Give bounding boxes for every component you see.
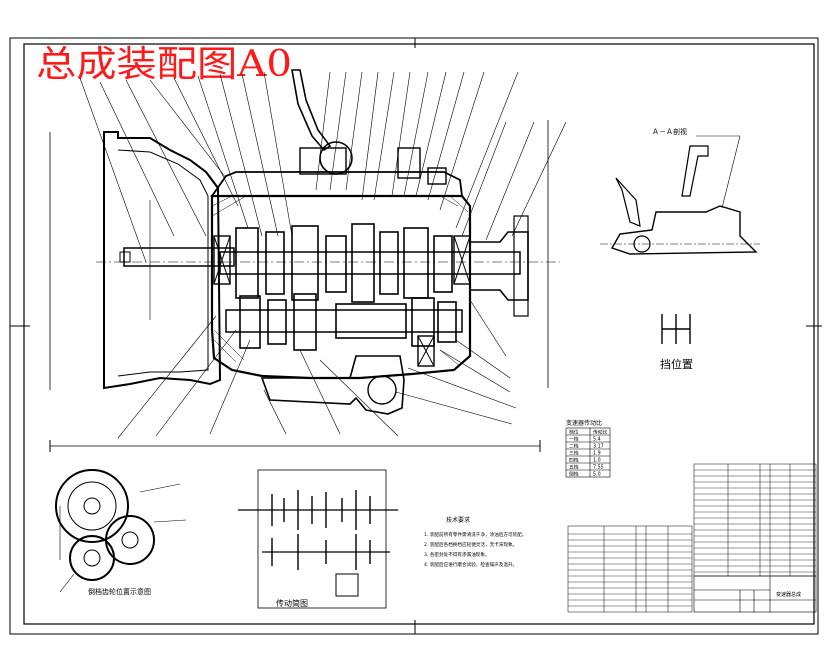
side-section-view: Ａ－Ａ剖视 bbox=[600, 127, 760, 255]
ratio-table-value: 1.0 bbox=[593, 458, 601, 464]
gear-position-diagram: 倒档齿轮位置示意图 bbox=[55, 469, 187, 596]
bell-housing-inner bbox=[117, 149, 209, 377]
ratio-table-value: 1.9 bbox=[593, 451, 601, 457]
counter-shaft bbox=[225, 309, 463, 333]
reverse-idler bbox=[367, 375, 397, 405]
ratio-table-header: 档位 bbox=[569, 429, 579, 436]
tech-req-line-3: 3. 各密封处不得有渗漏油现象。 bbox=[424, 551, 490, 558]
title-block bbox=[693, 575, 817, 613]
shift-detent bbox=[397, 147, 421, 179]
gearbox-case bbox=[210, 194, 472, 380]
technical-requirements: 技术要求 1. 装配前所有零件需清洗干净，涂油后方可装配。 2. 装配后各档换档… bbox=[424, 516, 526, 568]
reverse-housing bbox=[260, 355, 405, 415]
shift-tower-base bbox=[299, 147, 347, 175]
tech-req-line-2: 2. 装配后各档换档应轻便灵活，无卡滞现象。 bbox=[424, 541, 517, 548]
inner-border bbox=[23, 43, 815, 625]
ratio-table-value: 3.17 bbox=[593, 444, 604, 450]
counter-shaft-gears bbox=[239, 293, 457, 351]
ratio-table-frame bbox=[565, 427, 611, 478]
ratio-table-gear: 三档 bbox=[569, 450, 579, 457]
bell-housing bbox=[103, 131, 222, 390]
tech-req-line-4: 4. 装配后应进行磨合试验，检查噪声及温升。 bbox=[424, 561, 517, 568]
ratio-table-value: 5.0 bbox=[593, 472, 601, 478]
gear-ratio-title: 变速器传动比 bbox=[566, 419, 602, 427]
bearings bbox=[213, 235, 471, 367]
side-view-label: Ａ－Ａ剖视 bbox=[652, 127, 687, 136]
gear-position-label: 倒档齿轮位置示意图 bbox=[88, 587, 151, 596]
outer-border bbox=[9, 37, 819, 635]
ratio-table-value: 7.55 bbox=[593, 465, 604, 471]
leader-lines bbox=[79, 71, 567, 439]
transmission-diagram: 传动简图 bbox=[238, 469, 398, 609]
ratio-table-gear: 倒档 bbox=[569, 471, 579, 478]
shift-pattern: 挡位置 bbox=[660, 314, 693, 371]
shift-lever bbox=[291, 69, 332, 152]
ratio-table-header: 传动比 bbox=[593, 429, 608, 436]
shift-detent-2 bbox=[427, 167, 447, 185]
case-hatching bbox=[211, 195, 469, 367]
title-block-name: 变速器总成 bbox=[776, 591, 801, 598]
small-gear bbox=[69, 535, 115, 581]
ratio-table-gear: 一档 bbox=[569, 436, 579, 443]
parts-list-right bbox=[693, 463, 817, 577]
top-cover bbox=[210, 171, 464, 197]
ratio-table-value: 5.4 bbox=[593, 437, 601, 443]
ratio-table-gear: 四档 bbox=[569, 457, 579, 464]
input-shaft-tip bbox=[119, 251, 131, 263]
tech-req-line-1: 1. 装配前所有零件需清洗干净，涂油后方可装配。 bbox=[424, 531, 526, 538]
ratio-table-gear: 五档 bbox=[569, 464, 579, 471]
parts-list-left bbox=[567, 525, 693, 613]
large-gear bbox=[55, 469, 129, 543]
drawing-title: 总成装配图A0 bbox=[36, 44, 292, 85]
main-shaft bbox=[219, 251, 521, 275]
transmission-diagram-label: 传动简图 bbox=[276, 598, 308, 608]
main-shaft-gears bbox=[235, 223, 453, 303]
ratio-table-gear: 二档 bbox=[569, 443, 579, 450]
shift-pattern-label: 挡位置 bbox=[660, 357, 693, 371]
input-shaft bbox=[123, 247, 235, 267]
tech-req-title: 技术要求 bbox=[446, 516, 470, 524]
output-yoke bbox=[513, 215, 529, 317]
main-section-view bbox=[49, 69, 560, 452]
